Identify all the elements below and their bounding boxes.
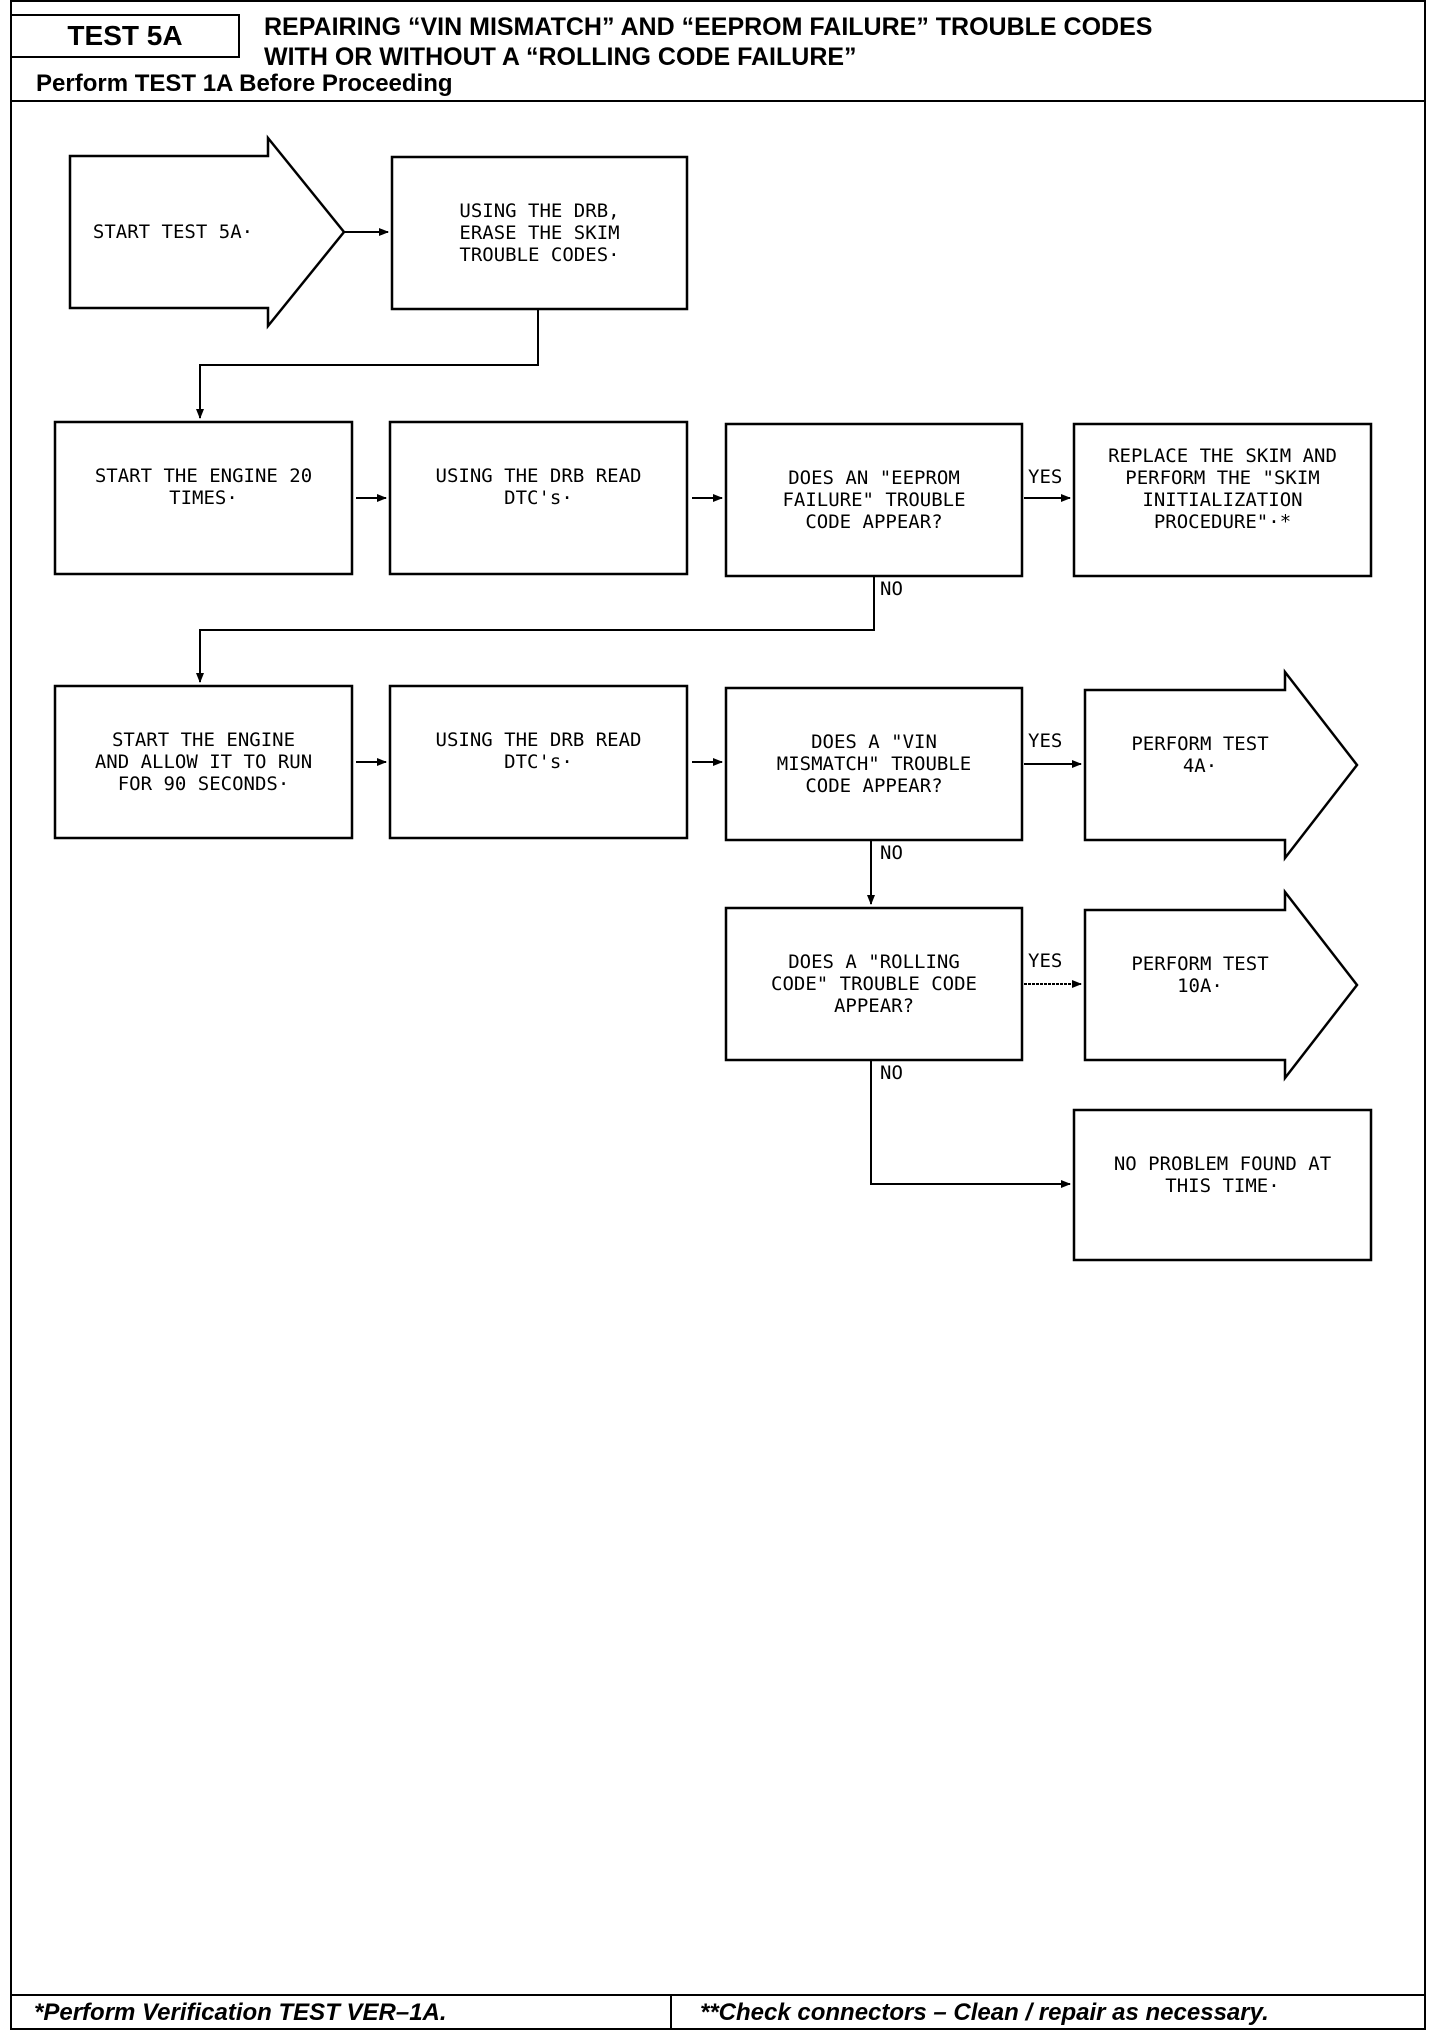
- replace-skim-label: REPLACE THE SKIM AND PERFORM THE "SKIM I…: [1108, 445, 1337, 533]
- test-id-box: [10, 14, 240, 58]
- read-dtcs-2-label: USING THE DRB READ DTC's·: [435, 729, 642, 773]
- perform-10a-arrow-shape: [1083, 888, 1359, 1082]
- rolling-no-label: NO: [880, 1062, 903, 1084]
- vin-question-box: [724, 686, 1024, 842]
- footer-separator: [670, 1994, 672, 2030]
- start-engine-20-box: [53, 420, 354, 576]
- vin-yes-label: YES: [1028, 730, 1063, 752]
- connector-eeprom-no: [196, 576, 875, 683]
- run-90-seconds-box: [53, 684, 354, 840]
- read-dtcs-1-box: [388, 420, 689, 576]
- eeprom-question-box: [724, 422, 1024, 578]
- eeprom-no-label: NO: [880, 578, 903, 600]
- start-arrow-shape: [68, 134, 346, 330]
- vin-no-label: NO: [880, 842, 903, 864]
- start-engine-20-label: START THE ENGINE 20 TIMES·: [94, 465, 313, 509]
- eeprom-yes-label: YES: [1028, 466, 1063, 488]
- read-dtcs-2-box: [388, 684, 689, 840]
- page-title-line2: WITH OR WITHOUT A “ROLLING CODE FAILURE”: [264, 43, 857, 71]
- eeprom-question-label: DOES AN "EEPROM FAILURE" TROUBLE CODE AP…: [782, 467, 966, 533]
- start-label: START TEST 5A·: [92, 221, 254, 243]
- test-id: TEST 5A: [67, 20, 183, 51]
- connector-erase-to-engine20: [196, 309, 539, 419]
- footer-connector-note: **Check connectors – Clean / repair as n…: [700, 1999, 1269, 2026]
- rolling-question-box: [724, 906, 1024, 1062]
- run-90-seconds-label: START THE ENGINE AND ALLOW IT TO RUN FOR…: [94, 729, 313, 795]
- perform-10a-label: PERFORM TEST 10A·: [1131, 953, 1269, 997]
- page-title-line1: REPAIRING “VIN MISMATCH” AND “EEPROM FAI…: [264, 13, 1153, 41]
- perform-4a-label: PERFORM TEST 4A·: [1131, 733, 1269, 777]
- rolling-question-label: DOES A "ROLLING CODE" TROUBLE CODE APPEA…: [771, 951, 977, 1017]
- vin-question-label: DOES A "VIN MISMATCH" TROUBLE CODE APPEA…: [776, 731, 972, 797]
- erase-codes-box: [390, 155, 689, 311]
- no-problem-label: NO PROBLEM FOUND AT THIS TIME·: [1113, 1153, 1332, 1197]
- header-divider: [10, 100, 1426, 102]
- connector-rolling-no: [870, 1060, 1071, 1188]
- replace-skim-box: [1072, 422, 1373, 578]
- prerequisite-note: Perform TEST 1A Before Proceeding: [36, 70, 453, 97]
- erase-codes-label: USING THE DRB, ERASE THE SKIM TROUBLE CO…: [459, 200, 620, 266]
- no-problem-box: [1072, 1108, 1373, 1262]
- page-frame: [10, 0, 1426, 2030]
- perform-4a-arrow-shape: [1083, 668, 1359, 862]
- rolling-yes-label: YES: [1028, 950, 1063, 972]
- footer-divider: [10, 1994, 1426, 1996]
- read-dtcs-1-label: USING THE DRB READ DTC's·: [435, 465, 642, 509]
- footer-verification-note: *Perform Verification TEST VER–1A.: [34, 1999, 447, 2026]
